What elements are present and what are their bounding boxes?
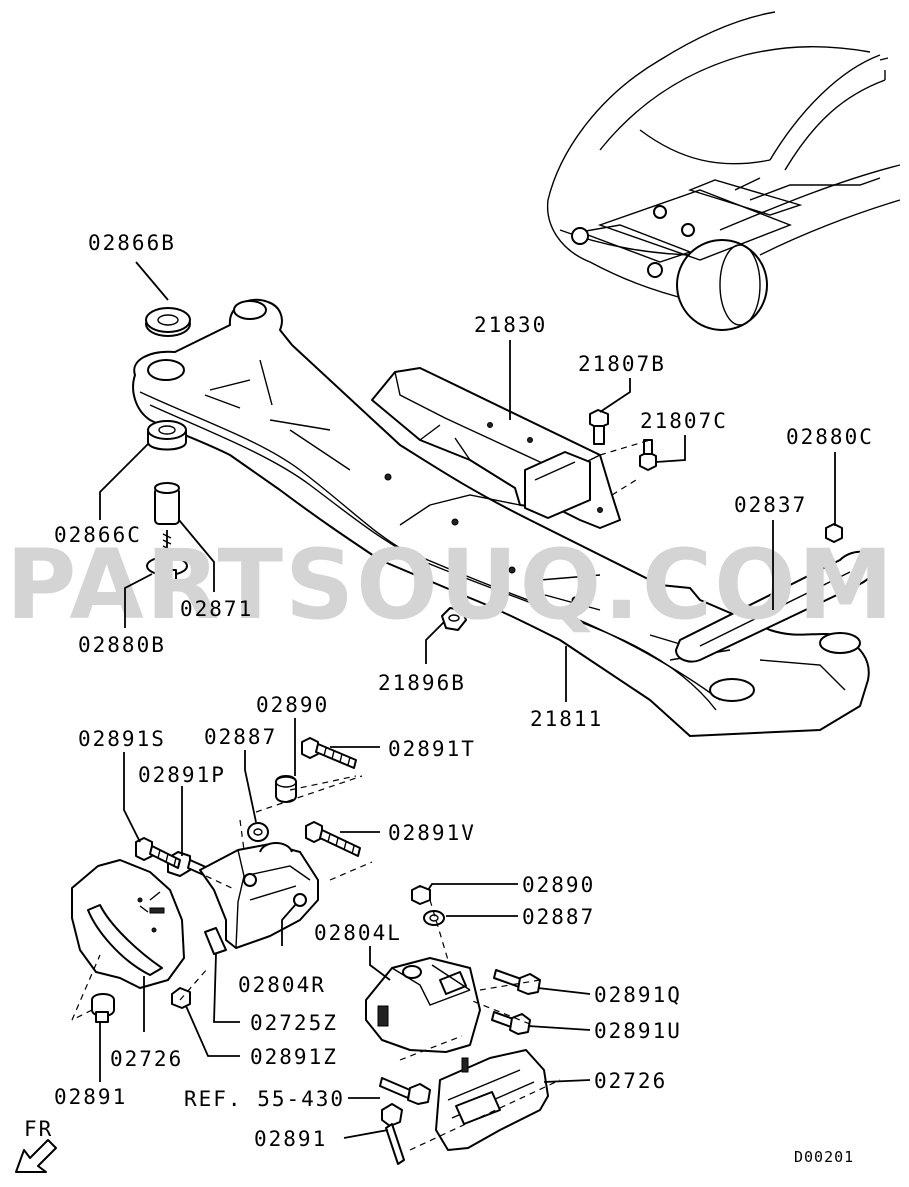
- callout-02887-b: 02887: [522, 905, 595, 929]
- bolt-02891-left: [91, 993, 115, 1023]
- washer-02887-b: [423, 910, 445, 926]
- direction-label: FR: [24, 1117, 53, 1141]
- callout-02837: 02837: [734, 493, 807, 517]
- callout-02891Q: 02891Q: [594, 983, 682, 1007]
- callout-02891S: 02891S: [78, 727, 166, 751]
- callout-02725Z: 02725Z: [250, 1011, 338, 1035]
- watermark: PARTSOUQ.COM: [6, 529, 895, 641]
- callout-21896B: 21896B: [378, 671, 466, 695]
- callout-02887-a: 02887: [204, 725, 277, 749]
- callout-21807C: 21807C: [640, 409, 728, 433]
- bolt-02891Q: [493, 969, 541, 995]
- reference-label: REF. 55-430: [184, 1087, 345, 1111]
- crossmember-21811: [132, 298, 870, 737]
- callout-02891U: 02891U: [594, 1019, 682, 1043]
- insulator-02726-left: [71, 859, 185, 989]
- bushing-02866B: [145, 307, 191, 337]
- bolt-21807C: [639, 439, 657, 471]
- bolt-ref-55-430: [379, 1077, 431, 1105]
- callout-02880B: 02880B: [78, 633, 166, 657]
- vehicle-locator-illustration: [546, 11, 901, 331]
- bolt-02891-bottom: [381, 1103, 405, 1165]
- callout-02890-a: 02890: [256, 693, 329, 717]
- bolt-02891V: [305, 821, 361, 857]
- collar-02871: [154, 482, 180, 525]
- callout-02866B: 02866B: [88, 231, 176, 255]
- callout-02866C: 02866C: [54, 523, 142, 547]
- callout-02880C: 02880C: [786, 425, 874, 449]
- nut-21896B: [441, 607, 467, 631]
- washer-02887: [247, 822, 269, 842]
- bushing-02866C: [147, 420, 187, 451]
- nut-02890-b: [411, 885, 431, 905]
- nut-02880C: [825, 523, 843, 543]
- bolt-02891T: [301, 737, 357, 769]
- callout-21811: 21811: [530, 707, 603, 731]
- bolt-02880B: [146, 530, 188, 581]
- callout-02891-a: 02891: [54, 1085, 127, 1109]
- callout-labels: 02866B 21830 21807B 21807C 02880C 02837 …: [24, 231, 874, 1166]
- engine-mount-bracket-02804L: [365, 957, 481, 1053]
- nut-02890: [275, 775, 297, 803]
- alignment-lines: [71, 439, 651, 1151]
- callout-02891T: 02891T: [388, 737, 476, 761]
- front-direction-arrow-icon: [15, 1139, 57, 1173]
- diagram-code: D00201: [794, 1148, 854, 1166]
- callout-02871: 02871: [180, 597, 253, 621]
- bolt-02891S: [135, 837, 181, 869]
- bracket-02837: [675, 550, 876, 663]
- callout-02890-b: 02890: [522, 873, 595, 897]
- callout-02726-b: 02726: [594, 1069, 667, 1093]
- leader-lines: [99, 261, 836, 1139]
- callout-02891-b: 02891: [254, 1127, 327, 1151]
- callout-02891Z: 02891Z: [250, 1045, 338, 1069]
- bolt-02891U: [491, 1011, 531, 1035]
- stopper-02725Z: [204, 927, 227, 955]
- callout-21807B: 21807B: [578, 352, 666, 376]
- callout-02726-a: 02726: [110, 1047, 183, 1071]
- callout-02804R: 02804R: [238, 973, 326, 997]
- engine-mount-bracket-02804R: [199, 842, 319, 949]
- callout-21830: 21830: [474, 313, 547, 337]
- bolt-21807B: [589, 409, 609, 445]
- insulator-02726-right: [435, 1049, 549, 1151]
- transmission-support-21830: [371, 367, 621, 529]
- callout-02804L: 02804L: [314, 921, 402, 945]
- callout-02891P: 02891P: [138, 763, 226, 787]
- callout-02891V: 02891V: [388, 821, 476, 845]
